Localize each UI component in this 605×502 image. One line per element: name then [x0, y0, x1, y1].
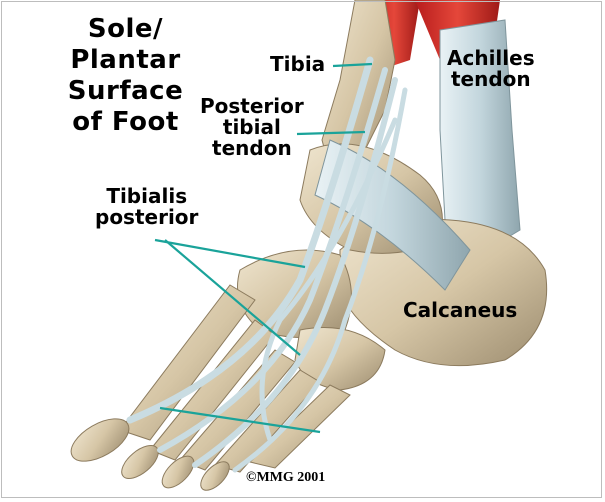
title-line: Plantar: [58, 45, 193, 76]
label-tibialis-posterior-line: Tibialis: [95, 186, 198, 207]
label-tibialis-posterior: Tibialis posterior: [95, 186, 198, 228]
label-achilles-line: tendon: [447, 69, 535, 90]
title-line: Sole/: [58, 14, 193, 45]
copyright-text: ©MMG 2001: [246, 470, 325, 486]
label-calcaneus: Calcaneus: [403, 300, 517, 321]
label-posterior-tibial-line: tibial: [200, 117, 304, 138]
label-posterior-tibial-line: tendon: [200, 138, 304, 159]
title-line: of Foot: [58, 107, 193, 138]
label-tibialis-posterior-line: posterior: [95, 207, 198, 228]
label-achilles-line: Achilles: [447, 48, 535, 69]
label-posterior-tibial-tendon: Posterior tibial tendon: [200, 96, 304, 159]
label-tibia: Tibia: [270, 54, 325, 75]
diagram-title: Sole/ Plantar Surface of Foot: [58, 14, 193, 138]
title-line: Surface: [58, 76, 193, 107]
label-posterior-tibial-line: Posterior: [200, 96, 304, 117]
label-achilles-tendon: Achilles tendon: [447, 48, 535, 90]
